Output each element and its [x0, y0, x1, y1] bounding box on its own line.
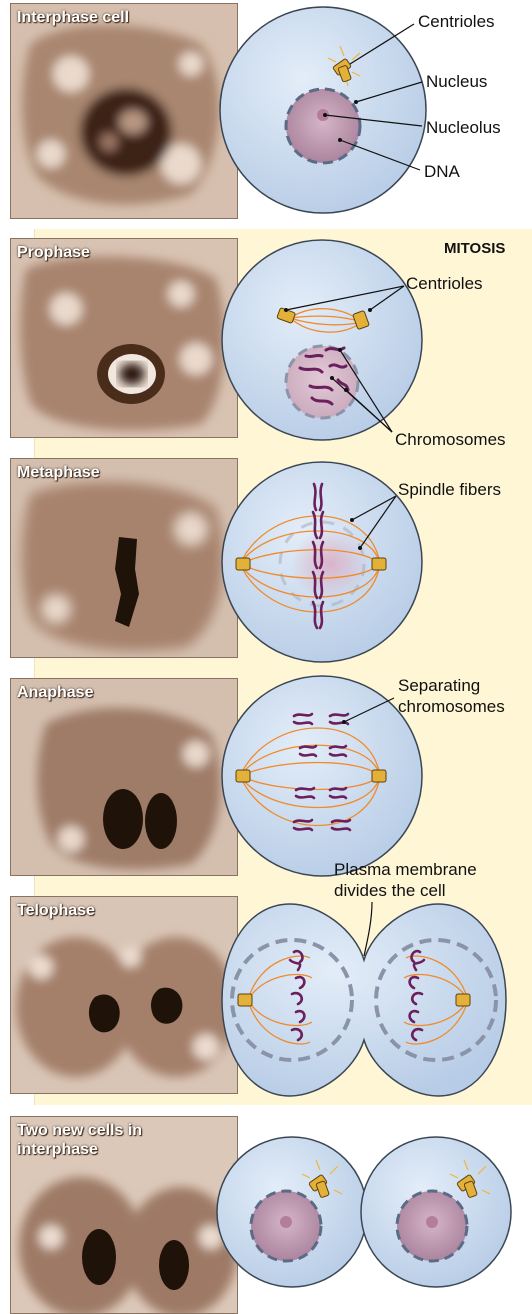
centriole-left-icon — [238, 994, 252, 1006]
anaphase-cell — [222, 676, 422, 876]
prophase-cell — [222, 240, 422, 440]
label-nucleus: Nucleus — [426, 72, 487, 92]
label-nucleolus: Nucleolus — [426, 118, 501, 138]
interphase-cell — [220, 7, 426, 213]
centriole-right-icon — [372, 770, 386, 782]
telophase-cells — [222, 902, 506, 1096]
centriole-left-icon — [236, 770, 250, 782]
centriole-left-icon — [236, 558, 250, 570]
label-centrioles-prophase: Centrioles — [406, 274, 483, 294]
label-centrioles-interphase: Centrioles — [418, 12, 495, 32]
label-divides-the-cell: divides the cell — [334, 881, 446, 901]
label-plasma-membrane: Plasma membrane — [334, 860, 477, 880]
label-separating: Separating — [398, 676, 480, 696]
metaphase-cell — [222, 462, 422, 662]
label-separating-chromosomes: chromosomes — [398, 697, 505, 717]
label-spindle-fibers: Spindle fibers — [398, 480, 501, 500]
centriole-right-icon — [372, 558, 386, 570]
label-chromosomes: Chromosomes — [395, 430, 506, 450]
two-new-cells — [217, 1137, 511, 1287]
label-dna: DNA — [424, 162, 460, 182]
centriole-right-icon — [456, 994, 470, 1006]
